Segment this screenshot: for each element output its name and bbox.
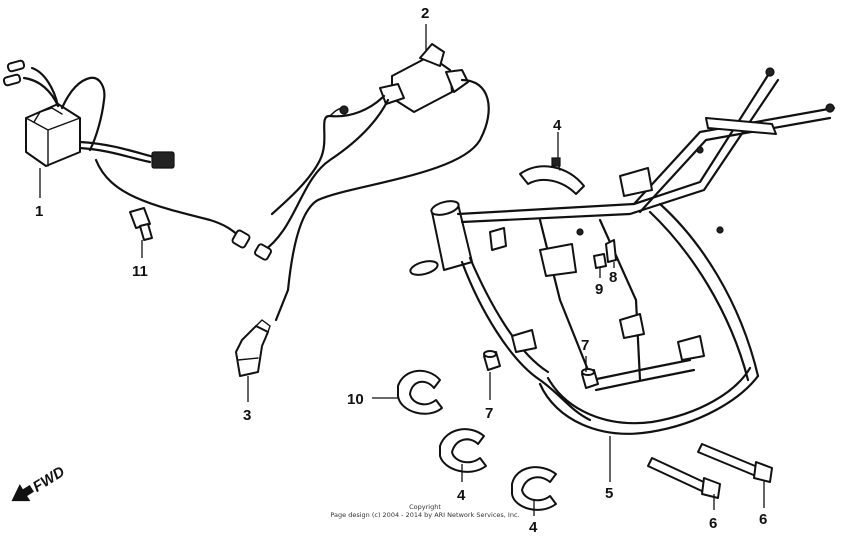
ignition-coil-part[interactable] — [254, 43, 490, 322]
callout-5[interactable]: 5 — [605, 485, 613, 502]
callout-leaders — [39, 24, 765, 516]
callout-1[interactable]: 1 — [35, 203, 43, 220]
forward-label: FWD — [30, 463, 68, 496]
harness-band-middle-part[interactable] — [439, 428, 487, 473]
callout-7-left[interactable]: 7 — [485, 405, 493, 422]
callout-7-right[interactable]: 7 — [581, 337, 589, 354]
callout-8[interactable]: 8 — [609, 269, 617, 286]
frame-body-part[interactable] — [409, 67, 836, 435]
callout-6-left[interactable]: 6 — [709, 515, 717, 532]
callout-10[interactable]: 10 — [347, 391, 364, 408]
forward-arrow-icon — [11, 484, 34, 502]
harness-band-top-part[interactable] — [519, 157, 585, 195]
cdi-unit-part[interactable] — [2, 59, 251, 249]
spark-plug-cap-part[interactable] — [235, 319, 271, 377]
bolt-long-part[interactable] — [647, 457, 721, 499]
collar-part[interactable] — [483, 350, 501, 371]
callout-3[interactable]: 3 — [243, 407, 251, 424]
callout-4-middle[interactable]: 4 — [457, 487, 466, 504]
small-bolt-part[interactable] — [605, 239, 617, 263]
flange-bolt-part[interactable] — [129, 207, 153, 241]
harness-band-bottom-part[interactable] — [511, 466, 557, 511]
callout-4-top[interactable]: 4 — [553, 117, 562, 134]
callout-2[interactable]: 2 — [421, 5, 429, 22]
collar-part[interactable] — [581, 368, 599, 389]
callout-6-right[interactable]: 6 — [759, 511, 767, 528]
bolt-long-part[interactable] — [697, 443, 773, 483]
callout-4-bottom[interactable]: 4 — [529, 519, 538, 536]
callout-9[interactable]: 9 — [595, 281, 603, 298]
callout-11[interactable]: 11 — [132, 263, 148, 280]
callout-labels: 1 2 3 4 4 4 5 6 6 7 7 8 9 10 11 — [35, 5, 767, 536]
copyright-text: Page design (c) 2004 - 2014 by ARI Netwo… — [330, 511, 520, 519]
clamp-part[interactable] — [397, 370, 443, 415]
nut-part[interactable] — [593, 253, 607, 269]
copyright-heading: Copyright — [409, 503, 441, 511]
